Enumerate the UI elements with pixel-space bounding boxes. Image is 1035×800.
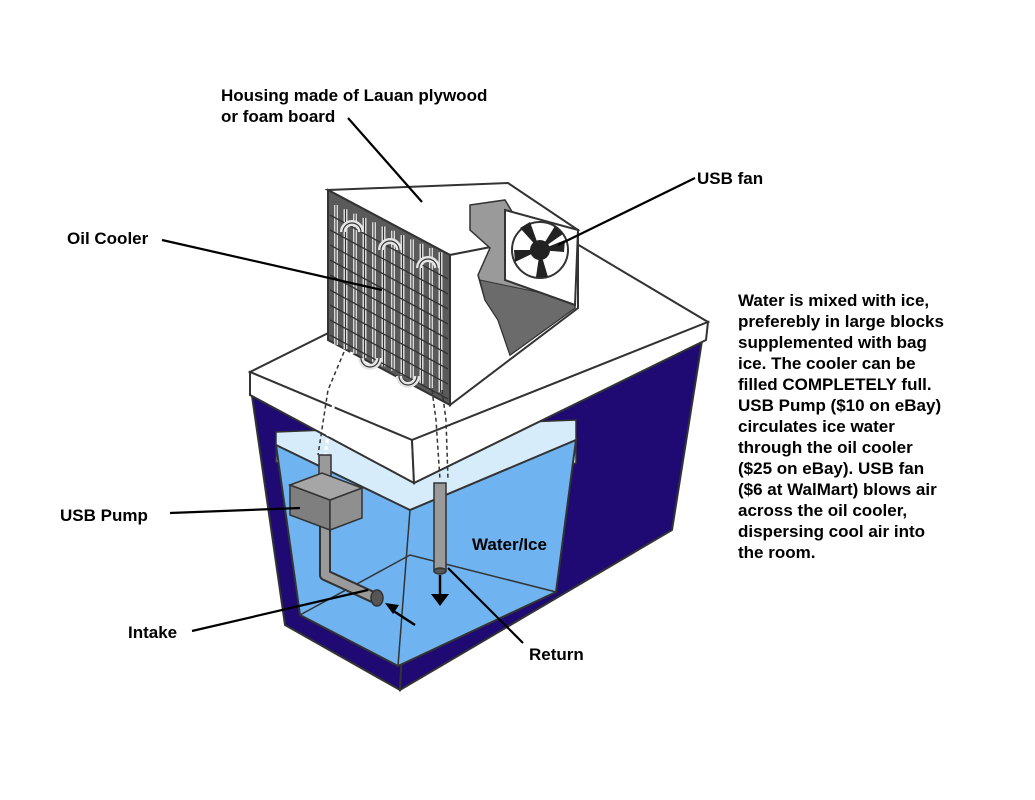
cooler-fin	[329, 244, 449, 310]
leader-usb-fan	[557, 177, 696, 246]
description-line: ($25 on eBay). USB fan	[738, 459, 925, 478]
leader-return	[447, 567, 524, 644]
usb-fan-label: USB fan	[697, 169, 764, 188]
housing-label-line1: Housing made of Lauan plywood	[221, 86, 488, 105]
cooler-fin	[329, 229, 449, 295]
usb-fan	[504, 208, 580, 307]
fan-blades-icon	[514, 222, 565, 277]
description-line: through the oil cooler	[738, 438, 913, 457]
water-ice-label: Water/Ice	[472, 535, 547, 554]
return-arrowhead-icon	[431, 594, 449, 606]
intake-arrowhead-icon	[385, 603, 399, 614]
leader-intake	[191, 588, 369, 633]
leader-oil-cooler	[161, 238, 383, 292]
cooler-u-bend-edge	[380, 240, 400, 251]
cooler-fin	[329, 259, 449, 325]
description-line: the room.	[738, 543, 816, 562]
intake-label: Intake	[128, 623, 178, 642]
intake-tube-inner	[321, 525, 377, 602]
description-line: circulates ice water	[738, 417, 895, 436]
cooler-fin	[329, 274, 449, 340]
cooler-u-bend-edge	[342, 222, 362, 233]
housing-label: Housing made of Lauan plywood or foam bo…	[221, 85, 487, 127]
description-line: filled COMPLETELY full.	[738, 375, 932, 394]
description-line: ice. The cooler can be	[738, 354, 916, 373]
return-label: Return	[529, 645, 584, 664]
cooler-fin	[329, 319, 449, 385]
pump-tube-dotted	[323, 351, 354, 456]
usb-pump	[287, 472, 365, 532]
description-line: supplemented with bag	[738, 333, 927, 352]
cooler-u-bend-edge	[360, 357, 380, 368]
intake-opening	[370, 589, 384, 607]
pump-tube-dotted-outline	[317, 351, 345, 456]
cooler-fin	[329, 289, 449, 355]
leader-housing	[347, 117, 423, 203]
description-line: preferebly in large blocks	[738, 312, 944, 331]
leader-lines	[161, 117, 696, 644]
description-line: Water is mixed with ice,	[738, 291, 930, 310]
description-line: USB Pump ($10 on eBay)	[738, 396, 942, 415]
leader-usb-pump	[169, 506, 301, 515]
return-tube-dotted-2	[441, 389, 449, 481]
tubing	[317, 351, 449, 607]
return-tube-dotted	[431, 389, 441, 481]
lid-side-edge	[410, 320, 710, 485]
cooler-u-bend-edge	[418, 258, 438, 269]
usb-pump-label: USB Pump	[60, 506, 148, 525]
description-line: ($6 at WalMart) blows air	[738, 480, 937, 499]
housing-label-line2: or foam board	[221, 107, 336, 126]
cooler-u-bend-edge	[398, 375, 418, 386]
flow-arrows	[385, 575, 449, 627]
cooler-fin	[329, 304, 449, 370]
description-line: across the oil cooler,	[738, 501, 908, 520]
description-line: dispersing cool air into	[738, 522, 926, 541]
pump-top	[287, 472, 365, 501]
oil-cooler-label: Oil Cooler	[67, 229, 149, 248]
water-corner-edge	[397, 509, 411, 667]
return-tube	[433, 482, 447, 572]
intake-flow-arrow	[391, 608, 416, 627]
cooler-fin	[329, 334, 449, 400]
water-floor-edge	[299, 554, 557, 616]
return-opening	[433, 567, 447, 575]
description-text: Water is mixed with ice, preferebly in l…	[738, 290, 988, 563]
oil-cooler-grid	[329, 205, 449, 400]
